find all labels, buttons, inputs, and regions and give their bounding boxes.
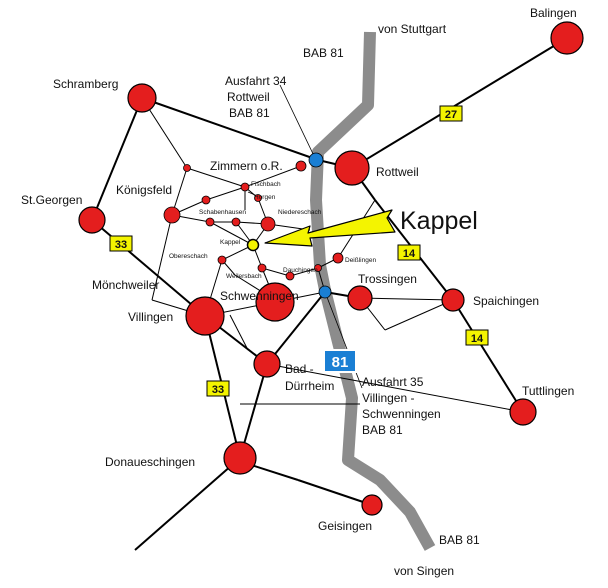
label-ausfahrt34-1: Ausfahrt 34 (225, 74, 287, 88)
town-obereschach (217, 255, 227, 265)
kappel-arrow (264, 209, 396, 247)
exit-35-marker (318, 285, 332, 299)
label-schwenningen: Schwenningen (220, 289, 299, 303)
town-schramberg (127, 83, 157, 113)
label-moenchweiler: Mönchweiler (92, 278, 159, 292)
town-niedereschach (260, 216, 276, 232)
label-spaichingen: Spaichingen (473, 294, 539, 308)
town-b (231, 217, 241, 227)
labels: von Stuttgart BAB 81 Ausfahrt 34 Rottwei… (21, 6, 577, 578)
badge-b33-lower: 33 (206, 380, 230, 397)
label-bad-1: Bad - (285, 362, 314, 376)
svg-text:33: 33 (212, 384, 224, 396)
label-rottweil: Rottweil (376, 165, 419, 179)
label-bad-2: Dürrheim (285, 379, 334, 393)
town-trossingen (347, 285, 373, 311)
label-donaueschingen: Donaueschingen (105, 455, 195, 469)
label-schramberg: Schramberg (53, 77, 118, 91)
label-zimmern: Zimmern o.R. (210, 159, 283, 173)
label-ausfahrt35-4: BAB 81 (362, 423, 403, 437)
label-von-stuttgart: von Stuttgart (378, 22, 447, 36)
badge-b27: 27 (439, 105, 463, 122)
town-geisingen (361, 494, 383, 516)
label-bab81-top: BAB 81 (303, 46, 344, 60)
town-zimmern (295, 160, 307, 172)
badge-b14-upper: 14 (397, 244, 421, 261)
label-geisingen: Geisingen (318, 519, 372, 533)
label-weilersbach: Weilersbach (226, 273, 262, 280)
town-weilersbach (257, 263, 267, 273)
exit-34-marker (308, 152, 324, 168)
town-donaueschingen (223, 441, 257, 475)
svg-text:14: 14 (471, 333, 484, 345)
town-schwenningen (255, 282, 295, 322)
town-bad-duerrheim (253, 350, 281, 378)
town-schabenhausen (201, 195, 211, 205)
town-rottweil (334, 150, 370, 186)
label-tuttlingen: Tuttlingen (522, 384, 574, 398)
svg-text:33: 33 (115, 239, 127, 251)
town-balingen (550, 21, 584, 55)
label-villingen: Villingen (128, 310, 173, 324)
town-koenigsfeld (163, 206, 181, 224)
label-bab81-bottom: BAB 81 (439, 533, 480, 547)
label-ausfahrt35-2: Villingen - (362, 391, 414, 405)
town-st-georgen (78, 206, 106, 234)
label-fischbach: Fischbach (251, 181, 281, 188)
town-villingen (185, 296, 225, 336)
town-horgen (254, 194, 262, 202)
label-niedereschach: Niedereschach (278, 209, 322, 216)
label-ausfahrt34-2: Rottweil (227, 90, 270, 104)
kappel-marker (246, 238, 260, 252)
label-von-singen: von Singen (394, 564, 454, 578)
town-a (205, 217, 215, 227)
label-deisslingen: Deißlingen (345, 257, 376, 264)
label-schabenhausen: Schabenhausen (199, 209, 246, 216)
label-kappel-big: Kappel (400, 207, 478, 235)
badge-a81: 81 (323, 349, 357, 373)
town-fischbach (240, 182, 250, 192)
label-balingen: Balingen (530, 6, 577, 20)
town-dauchingen (285, 271, 295, 281)
label-dauchingen: Dauchingen (283, 267, 318, 274)
label-koenigsfeld: Königsfeld (116, 183, 172, 197)
svg-text:81: 81 (332, 354, 349, 371)
label-st-georgen: St.Georgen (21, 193, 82, 207)
badge-b14-lower: 14 (465, 329, 489, 346)
town-tuttlingen (509, 398, 537, 426)
town-c (314, 264, 322, 272)
label-kappel-small: Kappel (220, 239, 241, 246)
town-spaichingen (441, 288, 465, 312)
badge-b33-upper: 33 (109, 235, 133, 252)
town-d (183, 164, 191, 172)
label-ausfahrt34-3: BAB 81 (229, 106, 270, 120)
label-ausfahrt35-1: Ausfahrt 35 (362, 375, 424, 389)
town-deisslingen (332, 252, 344, 264)
towns-small (163, 160, 344, 281)
svg-text:14: 14 (403, 248, 416, 260)
label-ausfahrt35-3: Schwenningen (362, 407, 441, 421)
label-trossingen: Trossingen (358, 272, 417, 286)
label-obereschach: Obereschach (169, 253, 208, 260)
label-horgen: Horgen (254, 194, 276, 201)
towns-large (78, 21, 584, 516)
svg-text:27: 27 (445, 109, 457, 121)
motorway-a81 (310, 31, 436, 551)
